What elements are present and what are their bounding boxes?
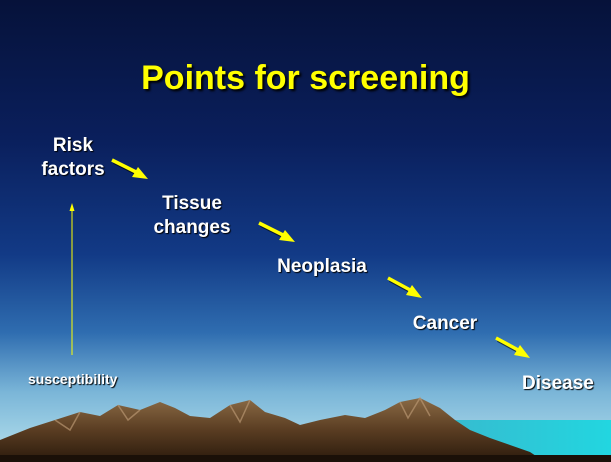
arrow-neoplasia-to-cancer [388,278,422,298]
mountain-range [0,398,545,462]
node-tissue-changes: Tissue changes [150,192,234,240]
node-tissue-line2: changes [150,216,234,240]
node-risk-line2: factors [40,158,106,182]
slide-title: Points for screening [0,58,611,98]
arrow-tissue-to-neoplasia [259,223,295,242]
arrow-cancer-to-disease [496,338,530,358]
node-tissue-line1: Tissue [150,192,234,216]
bottom-shadow [0,455,611,462]
susceptibility-label: susceptibility [28,370,117,388]
susceptibility-arrow-head [70,203,75,211]
node-cancer: Cancer [402,312,488,336]
arrow-risk-to-tissue [112,160,148,179]
node-disease: Disease [522,372,611,396]
node-risk-line1: Risk [40,134,106,158]
node-neoplasia: Neoplasia [264,255,380,279]
node-risk-factors: Risk factors [40,134,106,182]
